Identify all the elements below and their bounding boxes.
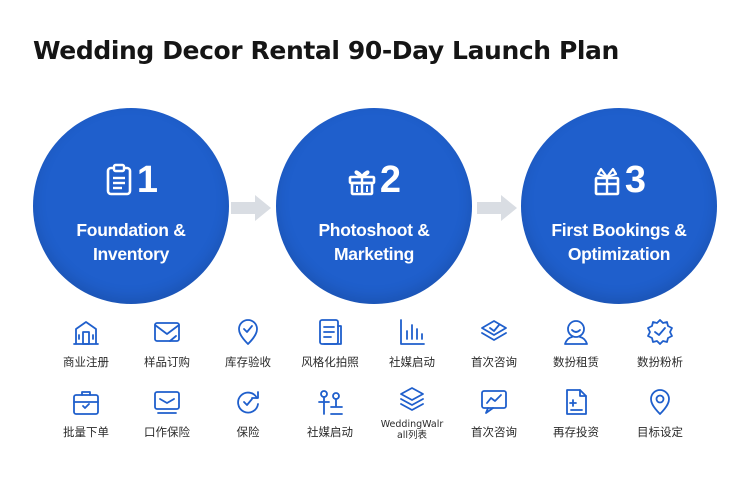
phase-2-name-line1: Photoshoot & (318, 220, 430, 240)
layers-icon (481, 320, 507, 341)
phase-3-name: First Bookings & Optimization (529, 218, 709, 266)
task-item: WeddingWalr all列表 (369, 385, 455, 441)
task-item: 社媒启动 (287, 387, 373, 439)
location-check-icon (238, 319, 258, 345)
envelope-icon (154, 322, 180, 342)
document-icon (319, 319, 342, 345)
task-label: 口作保险 (144, 425, 190, 439)
phase-1-number: 1 (136, 159, 159, 201)
task-label: 社媒启动 (389, 355, 435, 369)
stack-icon (400, 387, 424, 411)
task-label: 库存验收 (225, 355, 271, 369)
phase-1-header: 1 (33, 160, 229, 200)
arrow-right-icon (477, 195, 517, 221)
phase-1-name: Foundation & Inventory (41, 218, 221, 266)
monitor-icon (154, 391, 180, 414)
task-item: 目标设定 (617, 387, 703, 439)
phase-3-name-line1: First Bookings & (551, 220, 687, 240)
task-label: 数扮粉析 (637, 355, 683, 369)
phase-3-header: 3 (521, 160, 717, 200)
task-item: 数扮租赁 (533, 317, 619, 369)
task-item: 社媒启动 (369, 317, 455, 369)
task-label: 商业注册 (63, 355, 109, 369)
task-label: 风格化拍照 (301, 355, 359, 369)
refresh-icon (237, 391, 259, 414)
phase-2-number: 2 (379, 159, 402, 201)
task-item: 再存投资 (533, 387, 619, 439)
community-icon (318, 390, 343, 415)
task-label: 社媒启动 (307, 425, 353, 439)
bar-chart-icon (400, 319, 425, 345)
task-item: 口作保险 (124, 387, 210, 439)
phase-3-circle: 3 First Bookings & Optimization (521, 108, 717, 304)
phase-2-circle: 2 Photoshoot & Marketing (276, 108, 472, 304)
map-pin-icon (650, 389, 670, 415)
phase-2-name: Photoshoot & Marketing (284, 218, 464, 266)
arrow-right-icon (231, 195, 271, 221)
task-label: 样品订购 (144, 355, 190, 369)
chart-chat-icon (481, 390, 507, 414)
task-item: 数扮粉析 (617, 317, 703, 369)
task-item: 批量下单 (43, 387, 129, 439)
task-label: 数扮租赁 (553, 355, 599, 369)
phase-3-name-line2: Optimization (567, 244, 671, 264)
task-label: 首次咨询 (471, 355, 517, 369)
task-item: 首次咨询 (451, 387, 537, 439)
task-label: 再存投资 (553, 425, 599, 439)
briefcase-icon (73, 391, 99, 415)
task-label-line1: WeddingWalr (380, 419, 444, 430)
task-item: 库存验收 (205, 317, 291, 369)
building-icon (73, 321, 99, 345)
invoice-icon (566, 389, 587, 415)
page-title: Wedding Decor Rental 90-Day Launch Plan (33, 36, 619, 65)
task-label: 保险 (236, 425, 260, 439)
phase-1-circle: 1 Foundation & Inventory (33, 108, 229, 304)
phase-2-name-line2: Marketing (334, 244, 414, 264)
person-icon (564, 320, 588, 345)
task-item: 保险 (205, 387, 291, 439)
task-label-line2: all列表 (396, 430, 428, 441)
gift-box-icon (348, 170, 376, 196)
task-label: WeddingWalr all列表 (369, 419, 455, 441)
phase-1-name-line2: Inventory (92, 244, 170, 264)
phase-3-number: 3 (624, 159, 647, 201)
phase-1-name-line1: Foundation & (76, 220, 186, 240)
badge-check-icon (647, 319, 673, 345)
phase-2-header: 2 (276, 160, 472, 200)
task-item: 样品订购 (124, 317, 210, 369)
task-label: 首次咨询 (471, 425, 517, 439)
gift-icon (594, 167, 620, 196)
task-label: 批量下单 (63, 425, 109, 439)
task-item: 首次咨询 (451, 317, 537, 369)
task-label: 目标设定 (637, 425, 683, 439)
task-item: 商业注册 (43, 317, 129, 369)
task-item: 风格化拍照 (287, 317, 373, 369)
clipboard-icon (106, 163, 132, 196)
